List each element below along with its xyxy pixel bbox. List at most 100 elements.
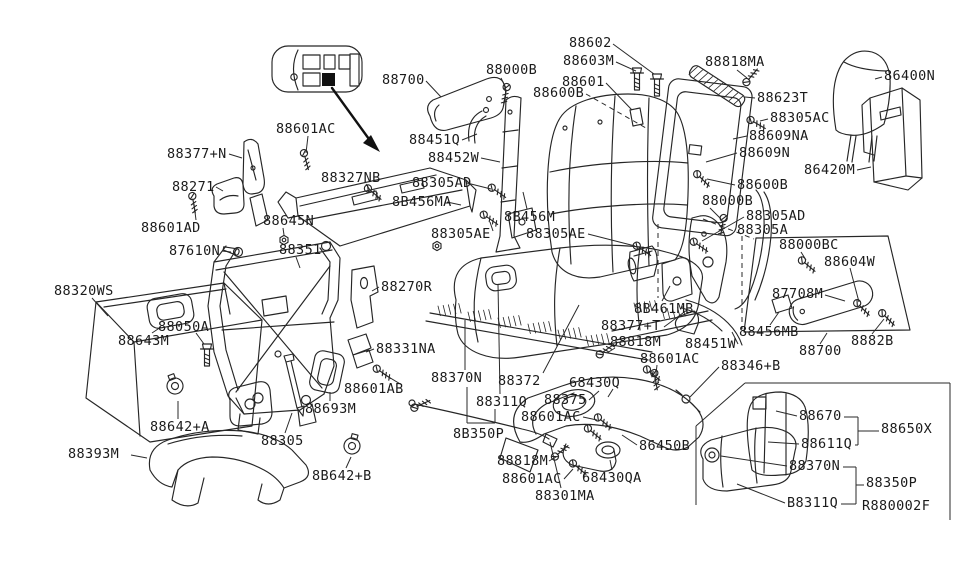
part-label-88377+n[interactable]: 88377+N xyxy=(167,146,227,162)
leader-lines-layer xyxy=(91,43,951,520)
leader-line xyxy=(775,410,798,417)
part-label-87708m[interactable]: 87708M xyxy=(772,286,824,302)
part-label-86420m[interactable]: 86420M xyxy=(804,162,856,178)
part-label-88452w[interactable]: 88452W xyxy=(428,150,480,166)
part-label-88305ae[interactable]: 88305AE xyxy=(526,226,586,242)
part-label-88351[interactable]: 88351 xyxy=(279,242,322,258)
part-label-88604w[interactable]: 88604W xyxy=(824,254,876,270)
part-label-88601ac[interactable]: 88601AC xyxy=(521,409,581,425)
leader-line xyxy=(461,133,478,141)
part-label-88601ad[interactable]: 88601AD xyxy=(141,220,201,236)
part-label-88600b[interactable]: 88600B xyxy=(737,177,789,193)
part-label-8b461mb[interactable]: 8B461MB xyxy=(634,301,694,317)
part-label-88643m[interactable]: 88643M xyxy=(118,333,170,349)
leader-line xyxy=(365,348,375,353)
leader-line xyxy=(769,311,780,326)
part-label-88609na[interactable]: 88609NA xyxy=(749,128,809,144)
part-label-88601ac[interactable]: 88601AC xyxy=(276,121,336,137)
part-label-88305ad[interactable]: 88305AD xyxy=(746,208,806,224)
part-label-86450b[interactable]: 86450B xyxy=(639,438,691,454)
leader-line xyxy=(284,412,293,434)
leader-line xyxy=(466,182,492,190)
part-label-88645n[interactable]: 88645N xyxy=(263,213,315,229)
clamp-parts-art xyxy=(228,350,345,427)
part-label-88050a[interactable]: 88050A xyxy=(158,319,210,335)
leader-line xyxy=(446,201,462,206)
part-label-88377+t[interactable]: 88377+T xyxy=(601,318,661,334)
diagram-ref-code: R880002F xyxy=(862,498,931,514)
part-label-8882b[interactable]: 8882B xyxy=(851,333,894,349)
part-label-88700[interactable]: 88700 xyxy=(799,343,842,359)
part-label-88611q[interactable]: 88611Q xyxy=(801,436,853,452)
leader-line xyxy=(849,267,860,303)
part-label-88372[interactable]: 88372 xyxy=(498,373,541,389)
leader-line xyxy=(489,221,494,232)
part-label-88818m[interactable]: 88818M xyxy=(610,334,662,350)
part-label-88693m[interactable]: 88693M xyxy=(305,401,357,417)
part-label-88601ab[interactable]: 88601AB xyxy=(344,381,404,397)
part-label-88601ac[interactable]: 88601AC xyxy=(640,351,700,367)
leader-line xyxy=(706,178,736,186)
part-label-88305ad[interactable]: 88305AD xyxy=(412,175,472,191)
part-label-88375[interactable]: 88375 xyxy=(544,392,587,408)
part-label-88305[interactable]: 88305 xyxy=(261,433,304,449)
part-label-88271[interactable]: 88271 xyxy=(172,179,215,195)
part-label-88393m[interactable]: 88393M xyxy=(68,446,120,462)
part-label-88602[interactable]: 88602 xyxy=(569,35,612,51)
duct-art xyxy=(148,429,310,507)
part-label-88327nb[interactable]: 88327NB xyxy=(321,170,381,186)
part-label-88305ae[interactable]: 88305AE xyxy=(431,226,491,242)
part-label-88609n[interactable]: 88609N xyxy=(739,145,791,161)
part-label-88623t[interactable]: 88623T xyxy=(757,90,809,106)
part-label-86400n[interactable]: 86400N xyxy=(884,68,936,84)
leader-line xyxy=(767,441,800,445)
leader-line xyxy=(588,390,600,401)
part-label-88346+b[interactable]: 88346+B xyxy=(721,358,781,374)
part-label-68430qa[interactable]: 68430QA xyxy=(582,470,642,486)
part-label-88311q[interactable]: 88311Q xyxy=(476,394,528,410)
part-label-88301ma[interactable]: 88301MA xyxy=(535,488,595,504)
part-label-87610n[interactable]: 87610N xyxy=(169,243,221,259)
part-label-88000b[interactable]: 88000B xyxy=(702,193,754,209)
part-label-88456mb[interactable]: 88456MB xyxy=(739,324,799,340)
part-label-8b456m[interactable]: 8B456M xyxy=(504,209,556,225)
back-tray-art xyxy=(861,87,923,191)
part-label-88320ws[interactable]: 88320WS xyxy=(54,283,114,299)
part-label-88818m[interactable]: 88818M xyxy=(497,453,549,469)
part-label-8b350p[interactable]: 8B350P xyxy=(453,426,505,442)
part-label-88350p[interactable]: 88350P xyxy=(866,475,918,491)
part-label-88451w[interactable]: 88451W xyxy=(685,336,737,352)
part-label-b8311q[interactable]: B8311Q xyxy=(787,495,839,511)
part-label-88370n[interactable]: 88370N xyxy=(789,458,841,474)
leader-line xyxy=(736,483,786,504)
detail-box-art xyxy=(743,235,911,333)
part-label-88370n[interactable]: 88370N xyxy=(431,370,483,386)
part-label-88270r[interactable]: 88270R xyxy=(381,279,433,295)
part-label-88600b[interactable]: 88600B xyxy=(533,85,585,101)
leader-line xyxy=(151,326,162,334)
leader-line xyxy=(605,82,633,111)
part-label-88305a[interactable]: 88305A xyxy=(737,222,789,238)
part-label-88670[interactable]: 88670 xyxy=(799,408,842,424)
part-label-88818ma[interactable]: 88818MA xyxy=(705,54,765,70)
trim-strip-art xyxy=(688,65,746,108)
part-label-88601[interactable]: 88601 xyxy=(562,74,605,90)
part-label-88000bc[interactable]: 88000BC xyxy=(779,237,839,253)
part-label-68430q[interactable]: 68430Q xyxy=(569,375,621,391)
part-label-88451q[interactable]: 88451Q xyxy=(409,132,461,148)
part-label-88601ac[interactable]: 88601AC xyxy=(502,471,562,487)
leader-line xyxy=(731,331,739,345)
part-label-88000b[interactable]: 88000B xyxy=(486,62,538,78)
part-label-88650x[interactable]: 88650X xyxy=(881,421,933,437)
part-label-88305ac[interactable]: 88305AC xyxy=(770,110,830,126)
part-label-88700[interactable]: 88700 xyxy=(382,72,425,88)
part-label-8b456ma[interactable]: 8B456MA xyxy=(392,194,452,210)
part-label-8b642+b[interactable]: 8B642+B xyxy=(312,468,372,484)
leader-line xyxy=(607,388,614,398)
part-label-88642+a[interactable]: 88642+A xyxy=(150,419,210,435)
leader-line xyxy=(705,152,738,163)
part-label-88603m[interactable]: 88603M xyxy=(563,53,615,69)
part-label-88331na[interactable]: 88331NA xyxy=(376,341,436,357)
leader-line xyxy=(874,76,883,80)
